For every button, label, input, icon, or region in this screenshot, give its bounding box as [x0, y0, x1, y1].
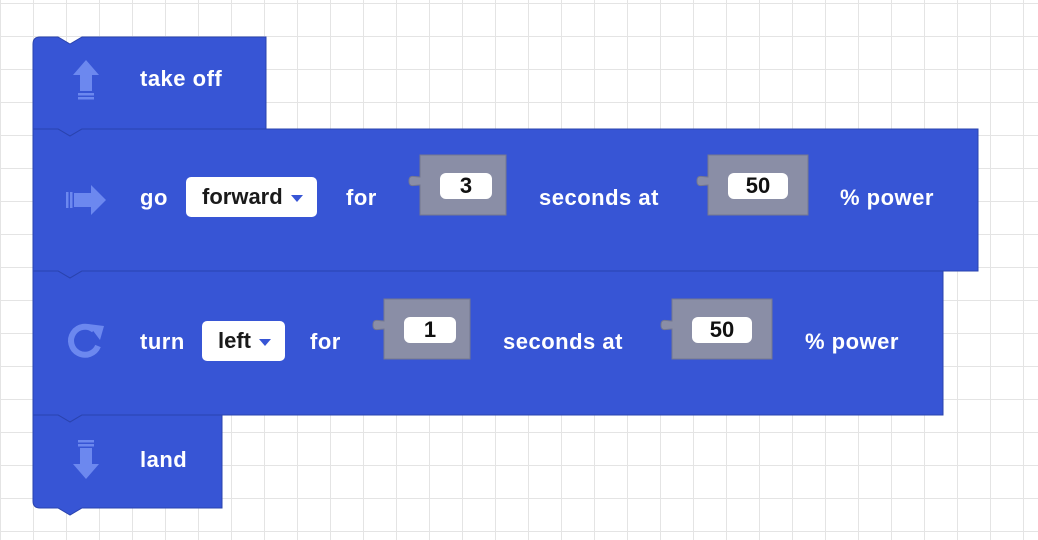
turn-seconds-slot: 1: [370, 298, 472, 360]
turn-seconds-input[interactable]: 1: [404, 317, 456, 343]
go-power-label: % power: [840, 185, 934, 210]
turn-direction-value: left: [218, 328, 251, 353]
turn-seconds-at-label: seconds at: [503, 329, 623, 354]
caret-down-icon: [290, 194, 303, 202]
go-for-label: for: [346, 185, 377, 210]
go-direction-dropdown[interactable]: forward: [186, 177, 317, 217]
land-block[interactable]: [32, 414, 223, 516]
rotate-icon: [64, 320, 108, 364]
arrow-down-icon: [64, 438, 108, 482]
caret-down-icon: [259, 338, 271, 346]
go-direction-value: forward: [202, 184, 283, 209]
go-seconds-at-label: seconds at: [539, 185, 659, 210]
arrow-right-icon: [64, 178, 108, 222]
turn-power-label: % power: [805, 329, 899, 354]
go-label: go: [140, 185, 168, 210]
takeoff-label: take off: [140, 66, 223, 91]
turn-for-label: for: [310, 329, 341, 354]
turn-label: turn: [140, 329, 185, 354]
arrow-up-icon: [64, 57, 108, 101]
turn-power-input[interactable]: 50: [692, 317, 752, 343]
land-label: land: [140, 447, 188, 472]
go-power-slot: 50: [694, 154, 810, 216]
go-seconds-input[interactable]: 3: [440, 173, 492, 199]
turn-direction-dropdown[interactable]: left: [202, 321, 285, 361]
go-seconds-slot: 3: [406, 154, 508, 216]
turn-power-slot: 50: [658, 298, 774, 360]
go-power-input[interactable]: 50: [728, 173, 788, 199]
